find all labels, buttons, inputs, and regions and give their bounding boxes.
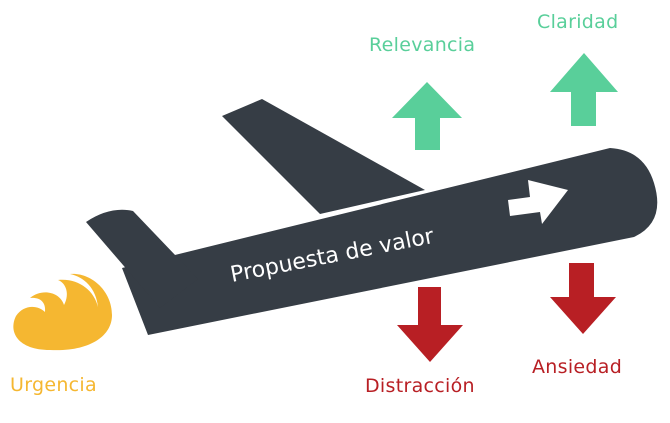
relevance-label: Relevancia — [369, 34, 476, 56]
arrow-up-icon — [550, 53, 618, 126]
flame-icon — [13, 273, 112, 351]
anxiety-label: Ansiedad — [532, 356, 623, 378]
arrow-up-icon — [392, 82, 462, 150]
arrow-down-icon — [397, 287, 463, 362]
urgency-label: Urgencia — [10, 374, 97, 396]
distraction-label: Distracción — [365, 375, 475, 397]
arrow-right-icon — [508, 180, 568, 224]
arrow-down-icon — [550, 263, 616, 334]
clarity-label: Claridad — [537, 11, 619, 33]
airplane-icon — [86, 99, 658, 335]
